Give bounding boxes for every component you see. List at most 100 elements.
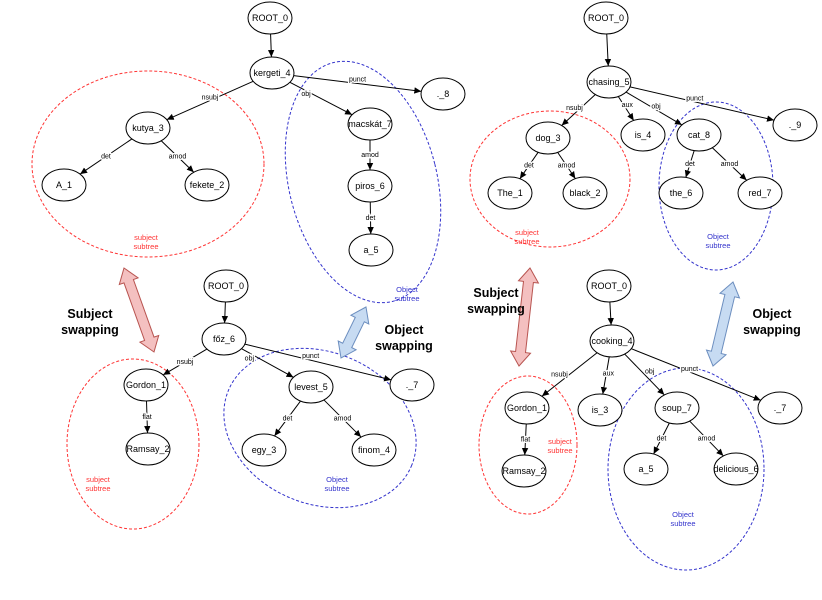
node-ellipse xyxy=(247,1,293,35)
node-label: is_4 xyxy=(635,130,652,140)
node-label: ._7 xyxy=(406,380,419,390)
en-top-edge-subj-to-amod xyxy=(557,152,576,179)
hu-bottom-edge-label-amod: amod xyxy=(334,415,352,422)
node-label: főz_6 xyxy=(213,334,235,344)
en-top-node-amod: black_2 xyxy=(562,176,608,210)
en-bottom-node-odet: a_5 xyxy=(623,452,669,486)
node-ellipse xyxy=(589,324,635,358)
node-ellipse xyxy=(203,269,249,303)
hu-top-edge-label-amod: amod xyxy=(361,152,379,159)
swap-line1: Subject xyxy=(67,307,113,321)
object-subtree-line1: Object xyxy=(396,285,419,294)
node-ellipse xyxy=(737,176,783,210)
en-top-edge-label-det: det xyxy=(524,162,534,169)
subject-subtree-line2: subtree xyxy=(514,237,539,246)
en-top-edge-root-to-verb xyxy=(604,33,612,67)
dependency-edges xyxy=(79,33,775,457)
node-label: A_1 xyxy=(56,180,72,190)
en-bottom-edge-label-flat: flat xyxy=(521,436,530,443)
hu-top-subject-region xyxy=(31,70,265,258)
node-ellipse xyxy=(351,433,397,467)
en-top-edge-label-punct: punct xyxy=(686,96,703,103)
en-bottom-edge-verb-to-punct xyxy=(631,348,761,401)
node-ellipse xyxy=(241,433,287,467)
hu-top-edge-verb-to-punct xyxy=(293,75,422,94)
hu-top-edge-label-obj: obj xyxy=(301,91,311,98)
object-subtree-line2: subtree xyxy=(705,241,730,250)
node-label: black_2 xyxy=(569,188,600,198)
en-top-edge-verb-to-aux xyxy=(617,96,635,121)
node-label: red_7 xyxy=(748,188,771,198)
en-top-subject-region xyxy=(469,110,631,248)
en-top-edge-label-amod: amod xyxy=(558,162,576,169)
en-bottom-node-subj: Gordon_1 xyxy=(504,391,550,425)
en-top-edge-verb-to-obj xyxy=(625,91,683,126)
en-bottom-node-flat: Ramsay_2 xyxy=(501,454,547,488)
node-ellipse xyxy=(347,107,393,141)
en-top-edge-verb-to-punct xyxy=(629,86,775,122)
hu-top-edge-label-nsubj: nsubj xyxy=(202,94,219,101)
hu-subject-swap-arrow xyxy=(118,267,160,353)
swap-line2: swapping xyxy=(467,302,525,316)
node-label: macskát_7 xyxy=(348,119,392,129)
node-label: is_3 xyxy=(592,405,609,415)
node-label: Ramsay_2 xyxy=(502,466,545,476)
en-top-edge-label-det: det xyxy=(685,161,695,168)
en-bottom-edge-root-to-verb xyxy=(607,301,614,326)
hu-bottom-node-odet: egy_3 xyxy=(241,433,287,467)
hu-top-edge-label-det: det xyxy=(101,153,111,160)
hu-top-node-verb: kergeti_4 xyxy=(249,56,295,90)
hu-bottom-edge-obj-to-oamod xyxy=(323,399,362,438)
node-ellipse xyxy=(501,454,547,488)
en-bottom-subject-region xyxy=(478,375,578,515)
swap-line2: swapping xyxy=(743,323,801,337)
en-top-node-oamod: red_7 xyxy=(737,176,783,210)
hu-top-node-root: ROOT_0 xyxy=(247,1,293,35)
node-ellipse xyxy=(676,118,722,152)
node-ellipse xyxy=(389,368,435,402)
hu-top-edge-subj-to-det xyxy=(79,138,133,175)
hu-bottom-edge-root-to-verb xyxy=(221,301,229,324)
object-subtree-line2: subtree xyxy=(394,294,419,303)
node-ellipse xyxy=(525,121,571,155)
hu-top-edge-verb-to-obj xyxy=(289,81,353,116)
node-label: finom_4 xyxy=(358,445,390,455)
node-ellipse xyxy=(184,168,230,202)
en-top-node-odet: the_6 xyxy=(658,176,704,210)
node-label: ._8 xyxy=(437,89,450,99)
node-ellipse xyxy=(348,233,394,267)
node-label: Ramsay_2 xyxy=(126,444,169,454)
hu-top-edge-oamod-to-odet xyxy=(367,201,374,235)
node-label: ROOT_0 xyxy=(252,13,288,23)
hu-bottom-edge-label-det: det xyxy=(283,415,293,422)
en-top-node-punct: ._9 xyxy=(772,108,818,142)
node-label: Gordon_1 xyxy=(126,380,166,390)
en-top-node-det: The_1 xyxy=(487,176,533,210)
node-ellipse xyxy=(658,176,704,210)
subject-subtree-line2: subtree xyxy=(133,242,158,251)
hu-bottom-edge-label-punct: punct xyxy=(302,353,319,360)
node-label: levest_5 xyxy=(294,382,328,392)
node-ellipse xyxy=(562,176,608,210)
hu-top-node-obj: macskát_7 xyxy=(347,107,393,141)
swap-line2: swapping xyxy=(375,339,433,353)
en-top-edge-subj-to-det xyxy=(519,152,539,179)
en-top-node-verb: chasing_5 xyxy=(586,65,632,99)
node-label: the_6 xyxy=(670,188,693,198)
node-ellipse xyxy=(757,391,803,425)
node-ellipse xyxy=(288,370,334,404)
hu-top-node-punct: ._8 xyxy=(420,77,466,111)
hu-top-object-region xyxy=(284,60,442,304)
object-subtree-line1: Object xyxy=(707,232,730,241)
node-label: soup_7 xyxy=(662,403,692,413)
en-top-edge-label-nsubj: nsubj xyxy=(566,105,583,112)
node-ellipse xyxy=(123,368,169,402)
